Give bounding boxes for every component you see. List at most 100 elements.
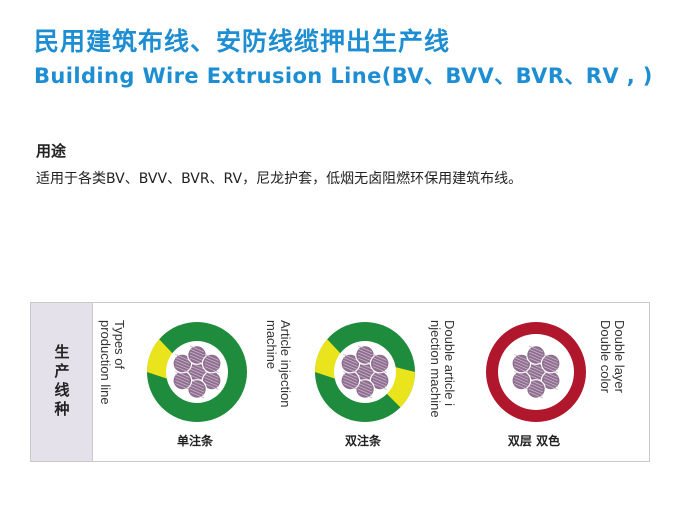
cable-3-strand-hatch xyxy=(528,348,544,356)
cable-2-strand-hatch xyxy=(357,362,373,370)
cable-1-caption: 单注条 xyxy=(176,434,213,448)
cable-2-caption: 双注条 xyxy=(344,434,381,448)
cable-1-strand-hatch xyxy=(204,363,219,370)
cable-1-strand-hatch xyxy=(189,357,205,365)
cable-3-strand-hatch xyxy=(528,351,544,359)
cable-3-caption: 双层 双色 xyxy=(507,434,561,448)
cable-2-strand-hatch xyxy=(372,380,387,387)
cable-3-strand-hatch xyxy=(528,388,544,396)
cable-3-desc-line-1: Double layer xyxy=(612,320,627,393)
cable-2-strand-hatch xyxy=(343,383,358,390)
cable-1-strand-hatch xyxy=(189,374,205,382)
cable-3-strand-hatch xyxy=(514,366,529,373)
page-title-en: Building Wire Extrusion Line(BV、BVV、BVR、… xyxy=(34,64,653,88)
cable-2-strand-hatch xyxy=(357,371,373,379)
cable-3-strand-hatch xyxy=(543,383,558,390)
cable-3-strand-hatch xyxy=(528,365,544,373)
cable-3-strand-hatch xyxy=(514,363,529,370)
cable-2-strand-hatch xyxy=(343,357,358,364)
cable-1-strand-hatch xyxy=(189,362,205,370)
cable-1-strand-hatch xyxy=(175,371,190,378)
cable-3-strand-hatch xyxy=(528,354,544,362)
cable-3-strand-hatch xyxy=(543,377,558,384)
cable-2-strand-hatch xyxy=(357,365,373,373)
cable-1-strand-hatch xyxy=(175,366,190,373)
cable-1-strand-hatch xyxy=(189,388,205,396)
cable-2-strand-hatch xyxy=(357,357,373,365)
cable-1-strand-hatch xyxy=(189,348,205,356)
usage-description: 适用于各类BV、BVV、BVR、RV，尼龙护套，低烟无卤阻燃环保用建筑布线。 xyxy=(36,171,523,187)
cable-2-desc-line-1: Double article i xyxy=(442,320,457,406)
cable-1-strand-hatch xyxy=(175,374,190,381)
cable-1-strand-hatch xyxy=(189,354,205,362)
cable-3-strand-hatch xyxy=(543,366,558,373)
cable-1-strand-hatch xyxy=(189,391,205,399)
cable-1-strand-hatch xyxy=(204,360,219,367)
cable-2-strands xyxy=(340,345,390,399)
production-line-type-label: 生产线种 xyxy=(54,343,70,418)
cable-2-strand-hatch xyxy=(372,363,387,370)
cable-1-strand-hatch xyxy=(189,379,205,387)
cable-1-strand-hatch xyxy=(175,377,190,384)
cable-1-strand-hatch xyxy=(204,357,219,364)
cable-2-strand-hatch xyxy=(343,371,358,378)
cable-1-strand-hatch xyxy=(204,354,219,361)
cable-3-strand-hatch xyxy=(528,357,544,365)
cable-2-strand-hatch xyxy=(357,345,373,353)
cable-2-strand-hatch xyxy=(343,366,358,373)
cable-1-strand-hatch xyxy=(175,357,190,364)
cable-2-strand-hatch xyxy=(357,379,373,387)
cable-1-strand-hatch xyxy=(204,371,219,378)
cable-3-strand-hatch xyxy=(543,380,558,387)
cable-3-strand-hatch xyxy=(514,374,529,381)
types-label: Types of production line xyxy=(98,320,127,405)
cable-3-strand-hatch xyxy=(543,357,558,364)
cable-1-strand-hatch xyxy=(189,345,205,353)
cable-1-strand-hatch xyxy=(204,383,219,390)
cable-2-strand-hatch xyxy=(343,360,358,367)
types-label-line-2: production line xyxy=(98,320,113,405)
cable-2-strand-hatch xyxy=(343,363,358,370)
cable-3-strand-hatch xyxy=(528,379,544,387)
cable-1-strand-hatch xyxy=(175,360,190,367)
cable-2-strand-hatch xyxy=(357,368,373,376)
cable-3-strand-hatch xyxy=(543,374,558,381)
cable-2-strand-hatch xyxy=(357,348,373,356)
cable-2-strand-hatch xyxy=(372,383,387,390)
cable-2-strand-hatch xyxy=(372,374,387,381)
cable-3-strand-hatch xyxy=(543,360,558,367)
cable-3-strand-hatch xyxy=(528,385,544,393)
cable-1-strand-hatch xyxy=(204,366,219,373)
cable-double-layer-icon xyxy=(486,322,586,422)
cable-3-strand-hatch xyxy=(528,382,544,390)
cable-2-strand-hatch xyxy=(357,374,373,382)
types-label-line-1: Types of xyxy=(112,320,127,370)
cable-3-description: Double layer Double color xyxy=(598,320,627,393)
cable-1-strand-hatch xyxy=(175,383,190,390)
cable-single-stripe-icon xyxy=(147,322,247,422)
cable-double-stripe-icon xyxy=(315,322,416,422)
cable-1-strand-hatch xyxy=(175,354,190,361)
cable-1-strand-hatch xyxy=(204,377,219,384)
cable-2-strand-hatch xyxy=(372,366,387,373)
cable-1-strand-hatch xyxy=(175,363,190,370)
cable-3-strand-hatch xyxy=(528,362,544,370)
cable-2-strand-hatch xyxy=(357,382,373,390)
cable-2-strand-hatch xyxy=(357,354,373,362)
cable-1-strand-hatch xyxy=(189,371,205,379)
cable-3-strand-hatch xyxy=(528,374,544,382)
cable-2-strand-hatch xyxy=(357,385,373,393)
cable-1-strand-hatch xyxy=(189,382,205,390)
cable-2-strand-hatch xyxy=(357,388,373,396)
cable-1-desc-line-1: Article injection xyxy=(278,320,293,408)
cable-3-strand-hatch xyxy=(528,391,544,399)
cable-1-strand-hatch xyxy=(175,380,190,387)
cable-3-strand-hatch xyxy=(514,377,529,384)
cable-3-strands xyxy=(511,345,561,399)
cable-2-strand-hatch xyxy=(372,377,387,384)
cable-3-strand-hatch xyxy=(514,371,529,378)
cable-3-strand-hatch xyxy=(514,357,529,364)
cable-1-strand-hatch xyxy=(189,365,205,373)
cable-3-strand-hatch xyxy=(514,354,529,361)
cable-3-strand-hatch xyxy=(528,371,544,379)
